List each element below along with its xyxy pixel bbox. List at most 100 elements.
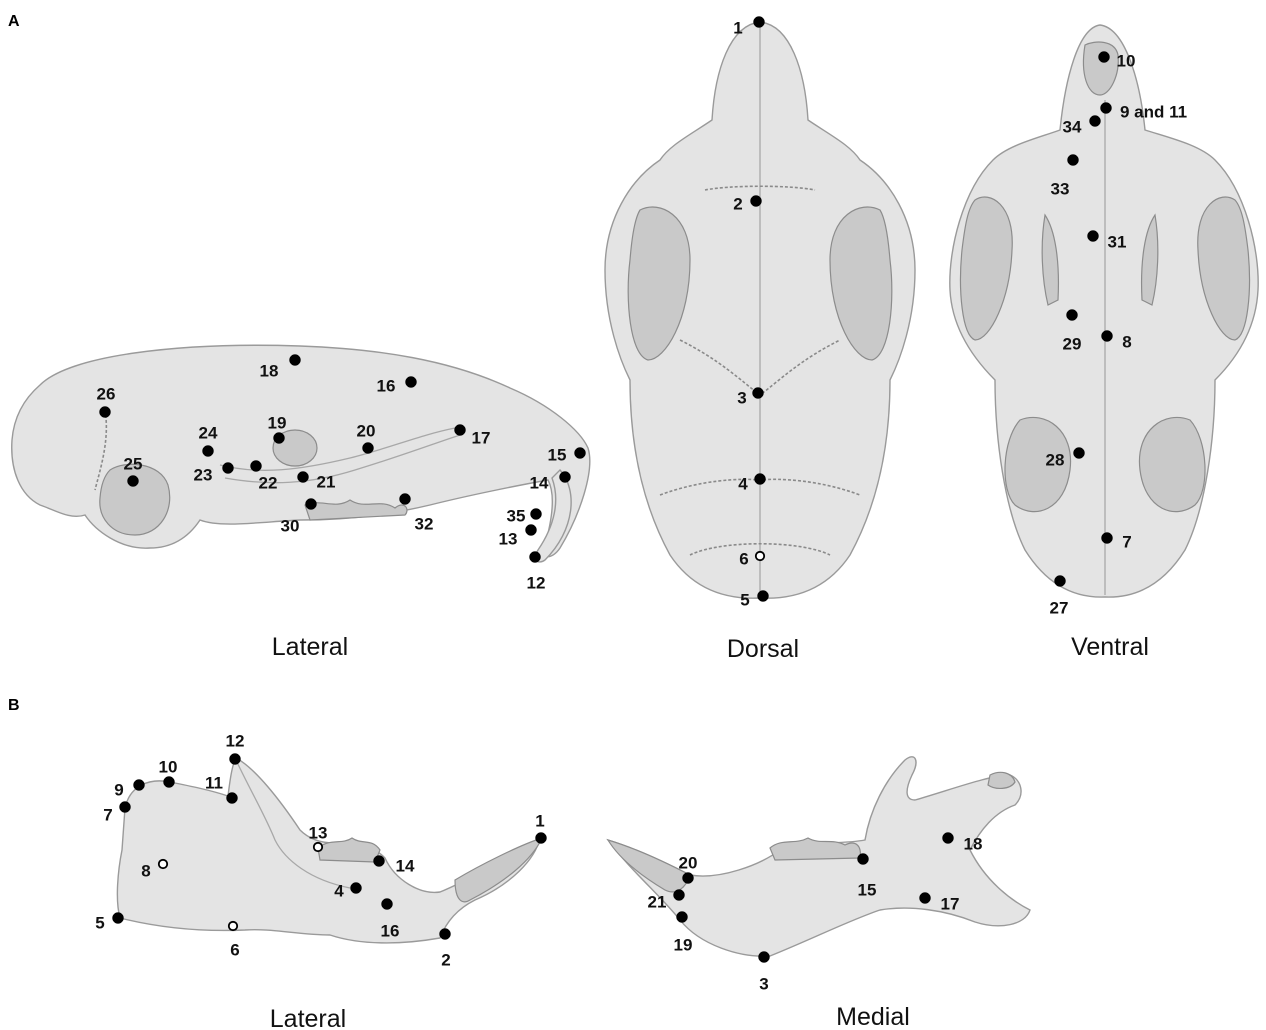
- mandible-lateral-landmark-label-1: 1: [535, 811, 544, 830]
- mandible-medial-landmark-label-20: 20: [679, 853, 698, 872]
- mandible-lateral-landmark-label-9: 9: [114, 780, 123, 799]
- skull-lateral-landmark-label-14: 14: [530, 473, 549, 492]
- skull-dorsal-landmark-dot-1: [754, 17, 765, 28]
- mandible-medial-landmark-dot-20: [683, 873, 694, 884]
- mandible-lateral-view: [117, 758, 542, 943]
- skull-lateral-landmark-label-18: 18: [260, 361, 279, 380]
- skull-lateral-landmark-dot-23: [223, 463, 234, 474]
- mandible-lateral-landmark-label-2: 2: [441, 950, 450, 969]
- skull-lateral-landmark-dot-18: [290, 355, 301, 366]
- skull-lateral-landmark-dot-25: [128, 476, 139, 487]
- mandible-lateral-landmark-dot-16: [382, 899, 393, 910]
- skull-lateral-landmark-dot-19: [274, 433, 285, 444]
- mandible-lateral-landmark-dot-10: [164, 777, 175, 788]
- mandible-lateral-landmark-label-13: 13: [309, 823, 328, 842]
- caption-mandible-lateral: Lateral: [270, 1005, 346, 1030]
- mandible-lateral-landmark-dot-5: [113, 913, 124, 924]
- skull-lateral-landmark-label-26: 26: [97, 384, 116, 403]
- mandible-lateral-incisor: [455, 838, 542, 902]
- mandible-medial-landmark-label-17: 17: [941, 894, 960, 913]
- mandible-medial-view: [608, 757, 1030, 956]
- skull-dorsal-landmark-dot-5: [758, 591, 769, 602]
- skull-dorsal-landmark-dot-2: [751, 196, 762, 207]
- caption-skull-lateral: Lateral: [272, 633, 348, 661]
- skull-lateral-landmark-label-17: 17: [472, 428, 491, 447]
- caption-skull-dorsal: Dorsal: [727, 635, 799, 663]
- skull-dorsal-view: [605, 22, 915, 598]
- skull-dorsal-landmark-dot-4: [755, 474, 766, 485]
- skull-lateral-landmark-label-12: 12: [527, 573, 546, 592]
- mandible-lateral-landmark-dot-8: [159, 860, 167, 868]
- mandible-lateral-landmark-dot-13: [314, 843, 322, 851]
- mandible-lateral-landmark-label-10: 10: [159, 757, 178, 776]
- skull-ventral-landmark-label-27: 27: [1050, 598, 1069, 617]
- skull-ventral-landmark-label-10: 10: [1117, 51, 1136, 70]
- mandible-medial-landmark-dot-18: [943, 833, 954, 844]
- skull-lateral-bulla: [100, 464, 170, 535]
- skull-lateral-landmark-label-32: 32: [415, 514, 434, 533]
- mandible-lateral-landmark-label-14: 14: [396, 856, 415, 875]
- skull-ventral-landmark-dot-10: [1099, 52, 1110, 63]
- skull-lateral-landmark-dot-30: [306, 499, 317, 510]
- skull-lateral-landmark-dot-32: [400, 494, 411, 505]
- skull-lateral-landmark-label-24: 24: [199, 423, 218, 442]
- skull-ventral-landmark-dot-33: [1068, 155, 1079, 166]
- mandible-lateral-landmark-label-8: 8: [141, 861, 150, 880]
- skull-ventral-landmark-label-8: 8: [1122, 332, 1131, 351]
- skull-ventral-landmark-dot-8: [1102, 331, 1113, 342]
- skull-lateral-landmark-label-30: 30: [281, 516, 300, 535]
- mandible-lateral-landmark-label-7: 7: [103, 805, 112, 824]
- skull-dorsal-landmark-label-1: 1: [733, 18, 742, 37]
- skull-lateral-landmark-label-16: 16: [377, 376, 396, 395]
- mandible-lateral-landmark-label-6: 6: [230, 940, 239, 959]
- skull-lateral-landmark-label-15: 15: [548, 445, 567, 464]
- skull-ventral-landmark-label-9-and-11: 9 and 11: [1120, 102, 1187, 121]
- skull-ventral-landmark-dot-9-and-11: [1101, 103, 1112, 114]
- skull-lateral-landmark-dot-24: [203, 446, 214, 457]
- mandible-medial-landmark-label-15: 15: [858, 880, 877, 899]
- skull-dorsal-landmark-label-5: 5: [740, 590, 749, 609]
- mandible-lateral-landmark-label-5: 5: [95, 913, 104, 932]
- skull-lateral-landmark-dot-35: [531, 509, 542, 520]
- caption-mandible-medial: Medial: [836, 1003, 910, 1030]
- mandible-medial-landmark-label-3: 3: [759, 974, 768, 993]
- mandible-medial-landmark-dot-15: [858, 854, 869, 865]
- skull-ventral-bulla-right: [1139, 417, 1205, 511]
- mandible-medial-landmark-label-18: 18: [964, 834, 983, 853]
- mandible-medial-landmark-dot-21: [674, 890, 685, 901]
- skull-ventral-landmark-dot-28: [1074, 448, 1085, 459]
- skull-lateral-landmark-label-25: 25: [124, 454, 143, 473]
- mandible-lateral-landmark-dot-6: [229, 922, 237, 930]
- skull-lateral-landmark-label-22: 22: [259, 473, 278, 492]
- mandible-lateral-landmark-label-4: 4: [334, 881, 344, 900]
- mandible-lateral-landmark-dot-1: [536, 833, 547, 844]
- skull-lateral-landmark-dot-21: [298, 472, 309, 483]
- skull-lateral-landmark-dot-17: [455, 425, 466, 436]
- skull-ventral-landmark-dot-31: [1088, 231, 1099, 242]
- mandible-lateral-landmark-dot-4: [351, 883, 362, 894]
- skull-ventral-landmark-label-33: 33: [1051, 179, 1070, 198]
- skull-lateral-landmark-dot-15: [575, 448, 586, 459]
- mandible-lateral-landmark-label-12: 12: [226, 731, 245, 750]
- skull-lateral-landmark-dot-20: [363, 443, 374, 454]
- skull-lateral-landmark-dot-14: [560, 472, 571, 483]
- skull-lateral-landmark-dot-26: [100, 407, 111, 418]
- skull-dorsal-landmark-label-4: 4: [738, 474, 748, 493]
- skull-lateral-landmark-label-13: 13: [499, 529, 518, 548]
- skull-dorsal-landmark-label-6: 6: [739, 549, 748, 568]
- skull-lateral-landmark-dot-12: [530, 552, 541, 563]
- mandible-medial-landmark-label-19: 19: [674, 935, 693, 954]
- skull-dorsal-landmark-dot-6: [756, 552, 764, 560]
- skull-ventral-landmark-label-34: 34: [1063, 117, 1082, 136]
- mandible-lateral-landmark-dot-14: [374, 856, 385, 867]
- skull-ventral-landmark-dot-7: [1102, 533, 1113, 544]
- skull-lateral-landmark-label-23: 23: [194, 465, 213, 484]
- mandible-medial-molars: [770, 838, 860, 860]
- skull-dorsal-landmark-label-2: 2: [733, 194, 742, 213]
- skull-dorsal-landmark-label-3: 3: [737, 388, 746, 407]
- mandible-medial-landmark-dot-3: [759, 952, 770, 963]
- skull-ventral-landmark-dot-34: [1090, 116, 1101, 127]
- skull-ventral-landmark-label-7: 7: [1122, 532, 1131, 551]
- panel-letter-a: A: [8, 13, 20, 30]
- skull-ventral-landmark-label-31: 31: [1108, 232, 1127, 251]
